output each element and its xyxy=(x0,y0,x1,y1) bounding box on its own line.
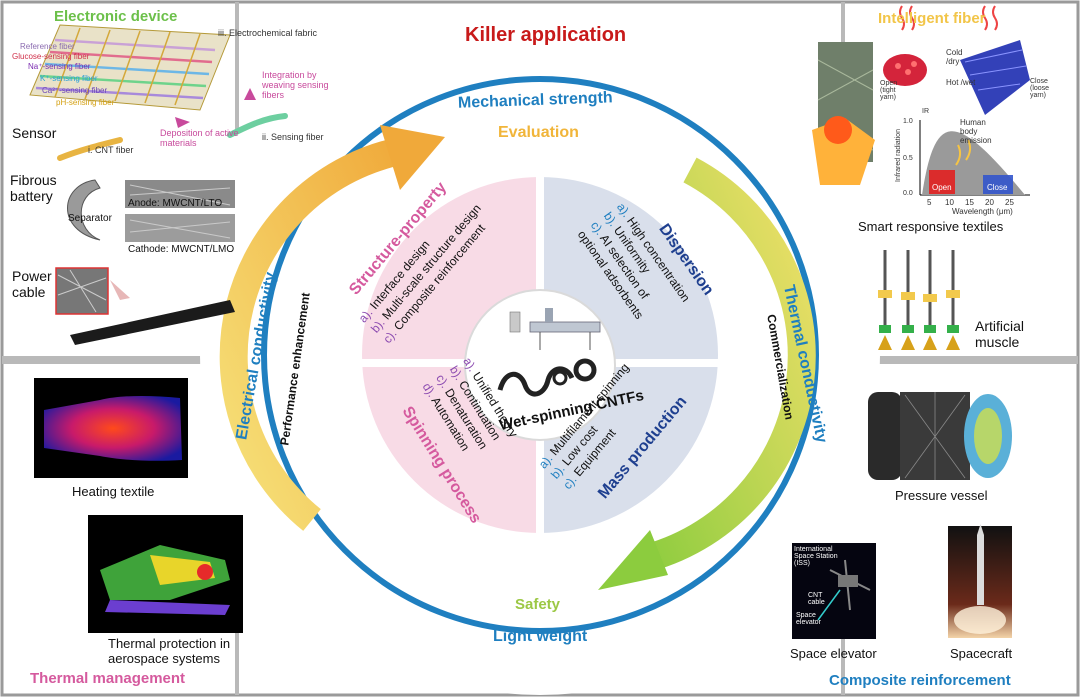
close-band-label: Close xyxy=(987,183,1008,192)
heating-textile-label: Heating textile xyxy=(72,484,155,499)
pressure-vessel-label: Pressure vessel xyxy=(895,488,988,503)
corner-title-composite: Composite reinforcement xyxy=(829,672,1011,689)
fiber-ca: Ca²⁺-sensing fiber xyxy=(42,86,108,95)
fiber-k: K⁺-sensing fiber xyxy=(40,74,98,83)
open-band-label: Open xyxy=(932,183,952,192)
figure-title: Killer application xyxy=(465,24,627,46)
ir-ylabel: Infrared radiation xyxy=(894,129,902,182)
artificial-muscle-label: Artificial muscle xyxy=(975,318,1025,350)
artificial-muscle-icon xyxy=(878,250,960,350)
sensor-label: Sensor xyxy=(12,125,57,141)
arrow-label-evaluation: Evaluation xyxy=(498,124,579,141)
battery-label: Fibrous battery xyxy=(10,172,57,204)
spacecraft-label: Spacecraft xyxy=(950,646,1013,661)
arrow-label-safety: Safety xyxy=(515,596,561,613)
smart-textiles-caption: Smart responsive textiles xyxy=(858,219,1004,234)
ir-xtick: 20 xyxy=(985,198,994,207)
cold-label: Cold /dry xyxy=(946,48,963,66)
electrochemical-fabric-icon xyxy=(29,24,231,111)
fiber-na: Na⁺-sensing fiber xyxy=(28,62,91,71)
sensing-fiber-label: ii. Sensing fiber xyxy=(262,132,324,142)
close-yarn-label: Close (loose yarn) xyxy=(1030,78,1050,99)
integration-label: Integration by weaving sensing fibers xyxy=(262,70,329,100)
ir-ytick: 0.0 xyxy=(903,190,913,197)
fiber-ph: pH-sensing fiber xyxy=(56,98,115,107)
corner-title-intelligent: Intelligent fiber xyxy=(878,10,986,27)
cnt-fiber-label: i. CNT fiber xyxy=(88,145,134,155)
ir-ytick: 0.5 xyxy=(903,155,913,162)
fiber-reference: Reference fiber xyxy=(20,42,75,51)
ir-xtick: 15 xyxy=(965,198,974,207)
corner-title-electronic: Electronic device xyxy=(54,8,178,25)
ring-label-bottom: Light weight xyxy=(493,628,588,645)
ir-xtick: 10 xyxy=(945,198,954,207)
power-cable-icon xyxy=(55,267,235,345)
thermal-protection-label: Thermal protection in aerospace systems xyxy=(108,636,231,666)
fiber-glucose: Glucose-sensing fiber xyxy=(12,52,90,61)
space-elevator-label: Space elevator xyxy=(790,646,877,661)
cnt-cable-label: CNT cable xyxy=(808,592,825,606)
ir-xtick: 5 xyxy=(927,198,932,207)
cnt-fiber-icon xyxy=(497,358,597,397)
ir-label: IR xyxy=(922,108,929,115)
human-emission-label: Human body emission xyxy=(960,118,992,145)
corner-title-thermal: Thermal management xyxy=(30,670,186,687)
spinning-apparatus-icon xyxy=(509,308,601,350)
ir-ytick: 1.0 xyxy=(903,118,913,125)
hot-label: Hot /wet xyxy=(946,78,976,87)
deposition-label: Deposition of active materials xyxy=(160,128,239,148)
fibrous-battery-icon xyxy=(67,179,235,242)
space-elevator-small-label: Space elevator xyxy=(796,612,821,626)
power-cable-label: Power cable xyxy=(12,268,52,300)
fabric-label: iii. Electrochemical fabric xyxy=(218,28,318,38)
separator-label: Separator xyxy=(68,213,112,224)
iss-label: International Space Station (ISS) xyxy=(794,546,838,567)
anode-label: Anode: MWCNT/LTO xyxy=(128,198,223,209)
open-yarn-label: Open (tight yarn) xyxy=(880,80,898,101)
intelligent-fiber-icons xyxy=(812,5,1030,350)
cathode-label: Cathode: MWCNT/LMO xyxy=(128,244,235,255)
ir-xtick: 25 xyxy=(1005,198,1014,207)
ir-xlabel: Wavelength (μm) xyxy=(952,207,1013,216)
